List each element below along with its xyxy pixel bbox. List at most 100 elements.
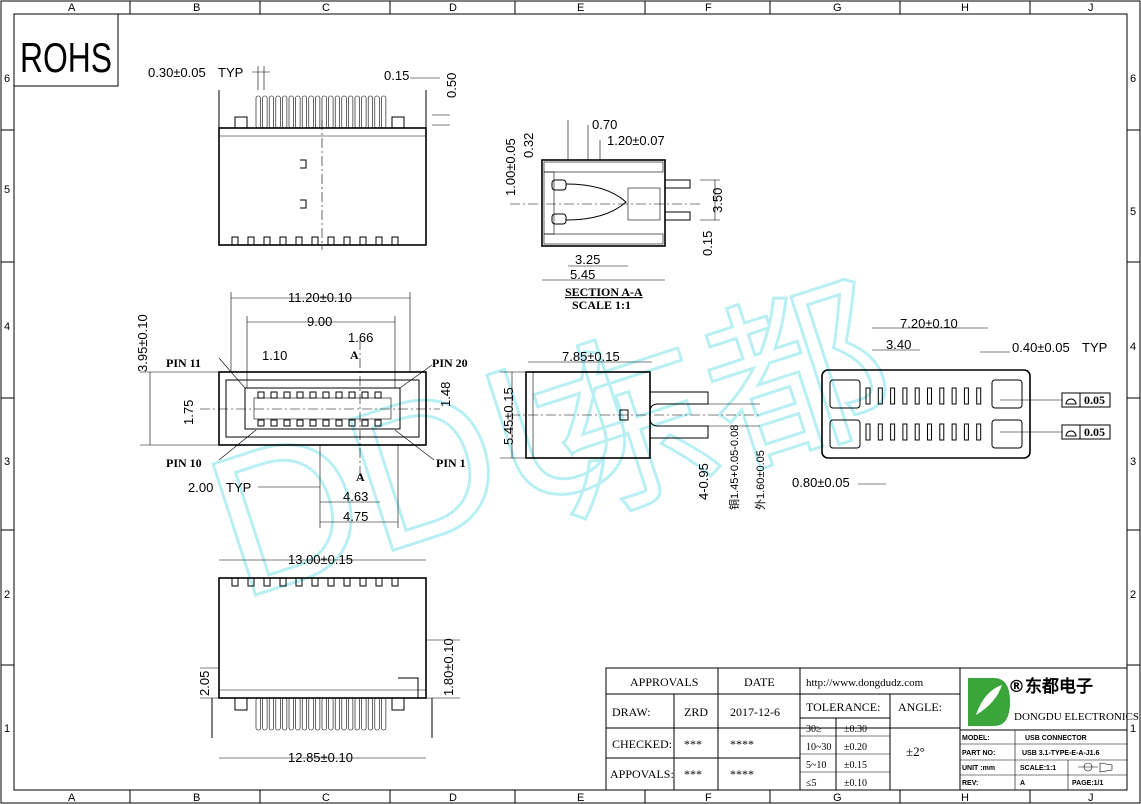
bottom-tab xyxy=(391,578,399,587)
top-pin xyxy=(348,95,354,129)
top-pin xyxy=(321,95,327,129)
grid-row-6: 6 xyxy=(4,73,10,85)
grid-col-e: E xyxy=(577,2,584,14)
grid-col-c-bottom: C xyxy=(322,792,330,804)
appvals-date: **** xyxy=(730,767,754,781)
footprint-pad-upper xyxy=(865,387,871,405)
top-pin xyxy=(374,95,380,129)
bottom-pin xyxy=(315,697,321,731)
tol-val-2: ±0.20 xyxy=(844,742,867,753)
top-tab xyxy=(391,236,399,245)
top-tab xyxy=(327,236,335,245)
dim-side-length: 7.85±0.15 xyxy=(562,349,620,364)
footprint-pad-lower xyxy=(865,423,871,441)
pin20-label: PIN 20 xyxy=(432,356,468,370)
front-pin-lower xyxy=(361,419,369,427)
bottom-pin xyxy=(334,697,341,731)
bottom-tab xyxy=(343,578,351,587)
top-pin xyxy=(255,95,261,129)
bottom-pin xyxy=(288,697,294,731)
pin11-label: PIN 11 xyxy=(166,356,201,370)
flatness-1: 0.05 xyxy=(1084,393,1105,407)
bottom-pin xyxy=(255,697,261,731)
top-tab xyxy=(247,236,255,245)
footprint-pad-lower xyxy=(939,423,945,441)
grid-row-4-right: 4 xyxy=(1130,341,1136,353)
dim-side-495: 4-0.95 xyxy=(696,463,711,500)
dim-bottom-180: 1.80±0.10 xyxy=(441,638,456,696)
dim-bottom-top-width: 13.00±0.15 xyxy=(288,552,353,567)
footprint-pad-lower xyxy=(877,423,883,441)
front-pin-lower xyxy=(335,419,343,427)
top-view: 0.30±0.05 TYP 0.15 0.50 xyxy=(148,65,459,250)
bottom-tab xyxy=(295,578,303,587)
dim-front-inner: 9.00 xyxy=(307,314,332,329)
bottom-pin xyxy=(381,697,387,731)
grid-col-h: H xyxy=(961,2,969,14)
footprint-pad-upper xyxy=(877,387,883,405)
dim-front-463: 4.63 xyxy=(343,489,368,504)
bottom-tab xyxy=(247,578,255,587)
tol-val-3: ±0.15 xyxy=(844,760,867,771)
top-tab xyxy=(231,236,239,245)
bottom-pin xyxy=(374,697,380,731)
section-marker-top: A xyxy=(350,348,359,362)
angle-value: ±2° xyxy=(906,744,925,759)
dim-side-height: 5.45±0.15 xyxy=(501,387,516,445)
front-pin-upper xyxy=(309,391,317,399)
checked-date: **** xyxy=(730,737,754,751)
front-pin-upper xyxy=(374,391,382,399)
top-tab xyxy=(279,236,287,245)
dim-pitch: 0.30±0.05 xyxy=(148,65,206,80)
footprint-pad-upper xyxy=(963,387,969,405)
top-tab xyxy=(343,236,351,245)
tol-val-1: ±0.30 xyxy=(844,724,867,735)
footprint-pad-upper xyxy=(976,387,982,405)
front-pin-lower xyxy=(348,419,356,427)
model-value: USB CONNECTOR xyxy=(1025,735,1087,742)
projection-symbol-icon xyxy=(1078,762,1113,773)
dim-front-width: 11.20±0.10 xyxy=(288,290,352,305)
footprint-pad-lower xyxy=(927,423,932,441)
top-pin xyxy=(275,95,281,129)
checked-label: CHECKED: xyxy=(612,737,672,751)
top-pin xyxy=(354,95,360,129)
grid-row-5-right: 5 xyxy=(1130,206,1136,218)
grid-col-e-bottom: E xyxy=(577,792,584,804)
company-url: http://www.dongdudz.com xyxy=(806,677,924,689)
title-block: APPROVALS DATE http://www.dongdudz.com D… xyxy=(605,667,1139,791)
top-pin xyxy=(315,95,321,129)
front-pin-upper xyxy=(335,391,343,399)
dim-fp-pad-typ: TYP xyxy=(1082,340,1107,355)
top-pin xyxy=(367,95,374,129)
grid-row-3-right: 3 xyxy=(1130,456,1136,468)
grid-col-d-bottom: D xyxy=(449,792,457,804)
front-pin-upper xyxy=(296,391,304,399)
grid-col-b: B xyxy=(193,2,200,14)
grid-row-5: 5 xyxy=(4,184,10,196)
bottom-pin xyxy=(348,697,354,731)
footprint-pad-lower xyxy=(951,423,957,441)
top-pin xyxy=(268,95,275,129)
grid-col-f-bottom: F xyxy=(705,792,712,804)
section-marker-bottom: A xyxy=(356,470,365,484)
footprint-pad-upper xyxy=(951,387,957,405)
section-view: 0.70 1.20±0.07 1.00±0.05 0.32 3.50 0.15 … xyxy=(503,117,725,312)
grid-col-b-bottom: B xyxy=(193,792,200,804)
dim-section-015: 0.15 xyxy=(700,231,715,256)
tolerance-label: TOLERANCE: xyxy=(806,700,880,714)
date-header: DATE xyxy=(744,675,775,689)
page-value: PAGE:1/1 xyxy=(1072,780,1103,787)
dim-front-175: 1.75 xyxy=(181,400,196,425)
top-tab xyxy=(311,236,319,245)
footprint-pad-upper xyxy=(939,387,945,405)
front-pin-lower xyxy=(283,419,291,427)
bottom-pin xyxy=(275,697,281,731)
dim-section-545: 5.45 xyxy=(570,267,595,282)
grid-col-h-bottom: H xyxy=(961,792,969,804)
dim-section-325: 3.25 xyxy=(575,252,600,267)
bottom-pin xyxy=(341,697,347,731)
